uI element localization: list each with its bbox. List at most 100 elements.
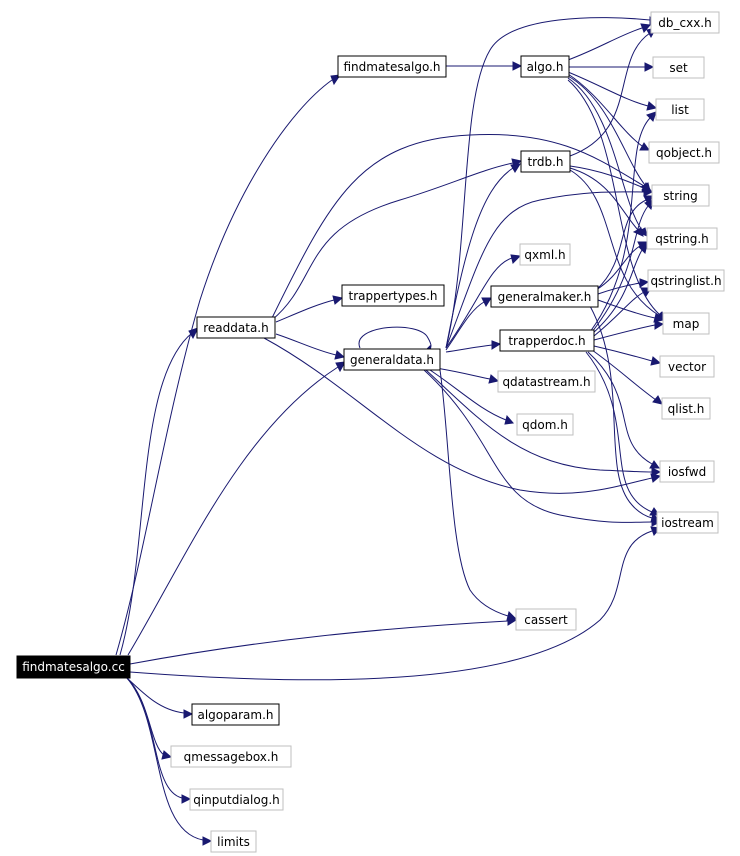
node-readdata-h[interactable]: readdata.h [196, 316, 276, 339]
edge-arrow [650, 473, 662, 483]
edge-readdata-h-iosfwd [263, 337, 653, 494]
edge-readdata-h-string [271, 133, 645, 319]
node-db-cxx-h[interactable]: db_cxx.h [650, 11, 720, 34]
node-qmessagebox-h[interactable]: qmessagebox.h [170, 745, 292, 768]
node-label: algoparam.h [197, 708, 273, 722]
node-list[interactable]: list [655, 98, 705, 121]
edge-readdata-h-trappertypes-h [275, 299, 335, 323]
edge-arrow [646, 111, 657, 122]
edge-cc-limits [125, 676, 204, 841]
edge-arrow [188, 327, 199, 340]
node-limits[interactable]: limits [210, 830, 257, 853]
node-label: findmatesalgo.cc [22, 660, 125, 674]
node-trapperdoc-h[interactable]: trapperdoc.h [499, 329, 595, 352]
edge-arrow [491, 340, 502, 350]
edge-trdb-h-string [569, 165, 645, 189]
node-label: qstringlist.h [650, 274, 721, 288]
edge-generaldata-h-qdatastream-h [435, 367, 491, 380]
node-set[interactable]: set [652, 56, 705, 79]
node-label: generaldata.h [350, 353, 434, 367]
node-trdb-h[interactable]: trdb.h [520, 150, 571, 173]
node-findmatesalgo-h[interactable]: findmatesalgo.h [337, 55, 447, 78]
node-label: trdb.h [527, 155, 563, 169]
edge-generaldata-h-trdb-h [445, 167, 514, 349]
node-label: trapperdoc.h [508, 334, 585, 348]
node-generaldata-h[interactable]: generaldata.h [343, 348, 441, 371]
node-label: generalmaker.h [498, 290, 592, 304]
node-label: trappertypes.h [348, 289, 437, 303]
node-qxml-h[interactable]: qxml.h [519, 243, 571, 266]
edge-generaldata-h-iostream [423, 369, 653, 523]
node-iosfwd[interactable]: iosfwd [659, 460, 715, 483]
node-vector[interactable]: vector [659, 355, 715, 378]
node-label: set [669, 61, 688, 75]
node-label: qobject.h [656, 146, 712, 160]
edge-generaldata-h-qdom-h [429, 369, 507, 421]
node-label: qmessagebox.h [184, 750, 279, 764]
node-qlist-h[interactable]: qlist.h [661, 397, 711, 420]
edge-cc-generaldata-h [127, 366, 339, 656]
edge-generalmaker-h-qstringlist-h [597, 282, 641, 295]
edge-arrow [481, 297, 492, 308]
node-qstringlist-h[interactable]: qstringlist.h [647, 269, 725, 292]
edge-algo-h-list [567, 71, 649, 107]
edge-arrow [202, 836, 213, 846]
node-label: vector [668, 360, 706, 374]
node-label: readdata.h [203, 321, 268, 335]
node-findmatesalgo-cc[interactable]: findmatesalgo.cc [16, 655, 131, 679]
edge-generalmaker-h-string [595, 199, 647, 291]
edge-arrow [334, 350, 346, 360]
node-map[interactable]: map [662, 312, 710, 335]
node-cassert[interactable]: cassert [515, 608, 577, 631]
edges [115, 16, 667, 846]
node-generalmaker-h[interactable]: generalmaker.h [490, 285, 599, 308]
node-algo-h[interactable]: algo.h [520, 55, 570, 78]
edge-cc-findmatesalgo-h [115, 79, 333, 656]
edge-cc-cassert [129, 620, 509, 665]
edge-trapperdoc-h-qlist-h [591, 349, 657, 401]
edge-cc-qmessagebox-h [125, 676, 165, 756]
edge-arrow [650, 356, 662, 366]
node-label: qdatastream.h [502, 375, 590, 389]
edge-trapperdoc-h-qstringlist-h [593, 291, 645, 337]
edge-arrow [504, 414, 514, 425]
edge-generaldata-h-db-cxx-h [445, 17, 651, 349]
node-label: cassert [524, 613, 568, 627]
node-label: qlist.h [668, 402, 705, 416]
node-label: findmatesalgo.h [343, 60, 440, 74]
edge-arrow [332, 295, 344, 305]
edge-arrow [643, 195, 654, 206]
edge-arrow [510, 254, 522, 264]
edge-cc-algoparam-h [125, 676, 185, 714]
node-label: qdom.h [522, 418, 568, 432]
node-qinputdialog-h[interactable]: qinputdialog.h [189, 788, 284, 811]
node-qobject-h[interactable]: qobject.h [648, 141, 720, 164]
node-label: map [673, 317, 700, 331]
node-string[interactable]: string [651, 184, 710, 207]
node-label: iosfwd [668, 465, 706, 479]
edge-readdata-h-trdb-h [271, 162, 514, 321]
edge-algo-h-string [567, 75, 646, 186]
edge-arrow [512, 61, 523, 71]
node-qdatastream-h[interactable]: qdatastream.h [497, 370, 596, 393]
node-qstring-h[interactable]: qstring.h [646, 227, 718, 250]
node-label: iostream [661, 516, 714, 530]
node-iostream[interactable]: iostream [656, 511, 719, 534]
edge-arrow [649, 460, 660, 469]
edge-generalmaker-h-iostream [589, 305, 653, 519]
edge-generaldata-h-self [358, 326, 432, 351]
nodes: findmatesalgo.cc findmatesalgo.h algo.h … [16, 11, 725, 853]
edge-trapperdoc-h-list [589, 117, 651, 333]
node-qdom-h[interactable]: qdom.h [516, 413, 574, 436]
node-trappertypes-h[interactable]: trappertypes.h [341, 284, 445, 307]
edge-arrow [488, 374, 500, 384]
edge-algo-h-map [567, 79, 661, 316]
node-label: algo.h [527, 60, 564, 74]
node-algoparam-h[interactable]: algoparam.h [191, 703, 280, 726]
edge-generalmaker-h-map [597, 299, 656, 319]
edge-arrow [632, 227, 644, 237]
node-label: string [663, 189, 697, 203]
node-label: list [671, 103, 689, 117]
edge-arrow [640, 23, 651, 33]
